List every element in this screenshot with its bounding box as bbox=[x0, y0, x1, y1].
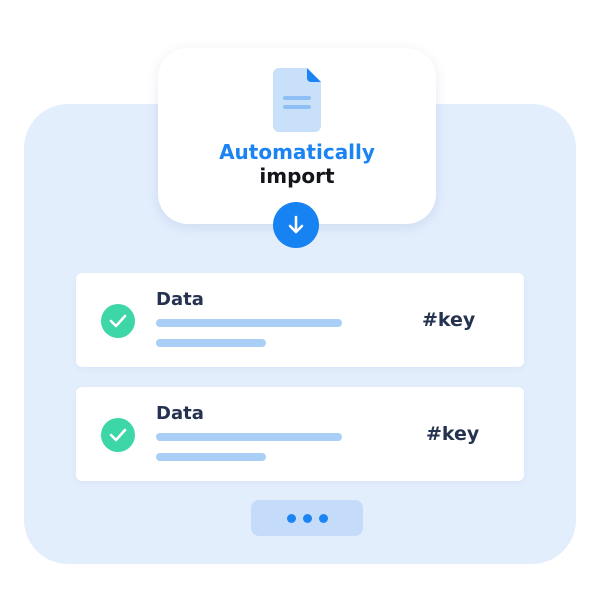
row-title: Data bbox=[156, 289, 204, 310]
import-card: Automatically import bbox=[158, 48, 436, 224]
placeholder-line bbox=[156, 433, 342, 441]
import-title-accent: Automatically bbox=[219, 140, 375, 164]
placeholder-line bbox=[156, 339, 266, 347]
more-button[interactable] bbox=[251, 500, 363, 536]
import-title-rest: import bbox=[259, 164, 335, 188]
check-circle-icon bbox=[101, 304, 135, 338]
placeholder-line bbox=[156, 453, 266, 461]
check-circle-icon bbox=[101, 418, 135, 452]
import-button[interactable] bbox=[273, 202, 319, 248]
import-title: Automatically import bbox=[158, 140, 436, 188]
data-row-2[interactable]: Data #key bbox=[76, 387, 524, 481]
row-title: Data bbox=[156, 403, 204, 424]
row-key: #key bbox=[426, 423, 480, 445]
document-icon bbox=[273, 68, 321, 132]
data-row-1[interactable]: Data #key bbox=[76, 273, 524, 367]
row-key: #key bbox=[422, 309, 476, 331]
placeholder-line bbox=[156, 319, 342, 327]
